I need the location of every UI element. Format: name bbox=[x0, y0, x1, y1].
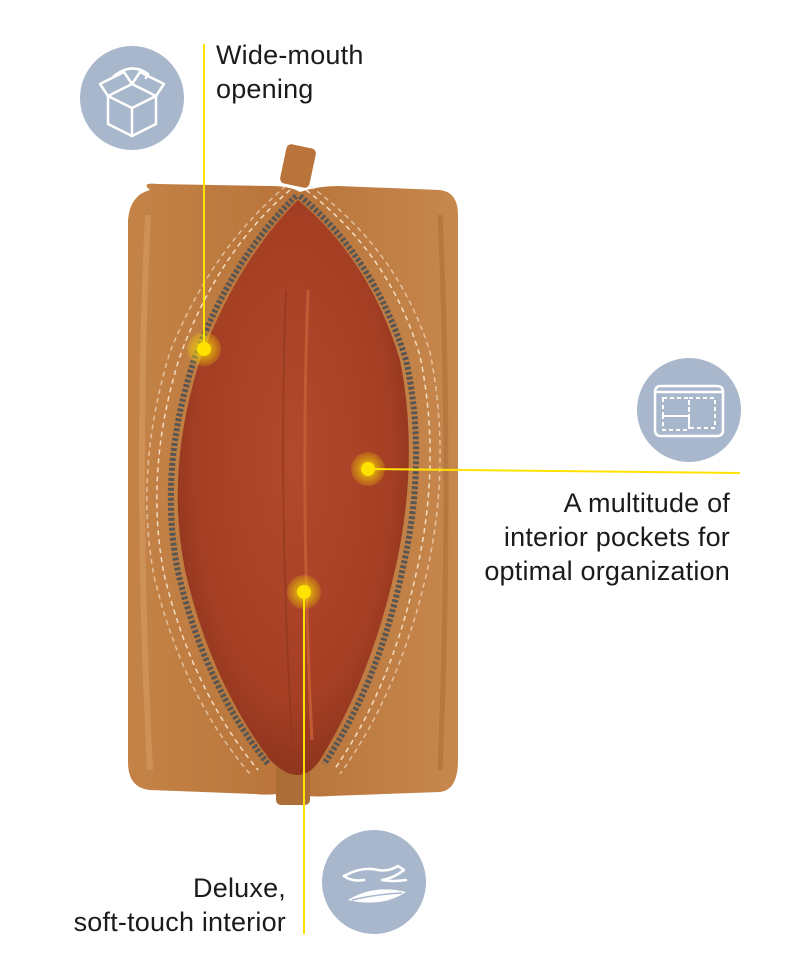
callout-line: interior pockets for bbox=[503, 522, 730, 552]
zipper-pull-top bbox=[280, 144, 316, 188]
callout-line: Wide-mouth bbox=[216, 40, 364, 70]
callout-line: optimal organization bbox=[484, 556, 730, 586]
open-box-icon bbox=[80, 46, 184, 150]
callout-line: A multitude of bbox=[563, 488, 730, 518]
bag-interior-lining bbox=[177, 200, 409, 775]
callout-wide-mouth-opening: Wide-mouth opening bbox=[216, 38, 364, 106]
callout-line: soft-touch interior bbox=[73, 907, 286, 937]
zipper-pull-bottom bbox=[276, 765, 310, 805]
callout-interior-pockets: A multitude of interior pockets for opti… bbox=[484, 486, 730, 588]
pockets-icon bbox=[637, 358, 741, 462]
zipper-left bbox=[167, 193, 299, 766]
hotspot-interior bbox=[287, 575, 321, 609]
zipper-right bbox=[298, 193, 420, 766]
hand-feather-icon bbox=[322, 830, 426, 934]
hotspot-opening bbox=[187, 332, 221, 366]
callout-line: Deluxe, bbox=[193, 873, 286, 903]
callout-line: opening bbox=[216, 74, 314, 104]
callout-soft-touch-interior: Deluxe, soft-touch interior bbox=[74, 871, 286, 939]
hotspot-pockets bbox=[351, 452, 385, 486]
leader-line-pockets bbox=[367, 468, 741, 474]
